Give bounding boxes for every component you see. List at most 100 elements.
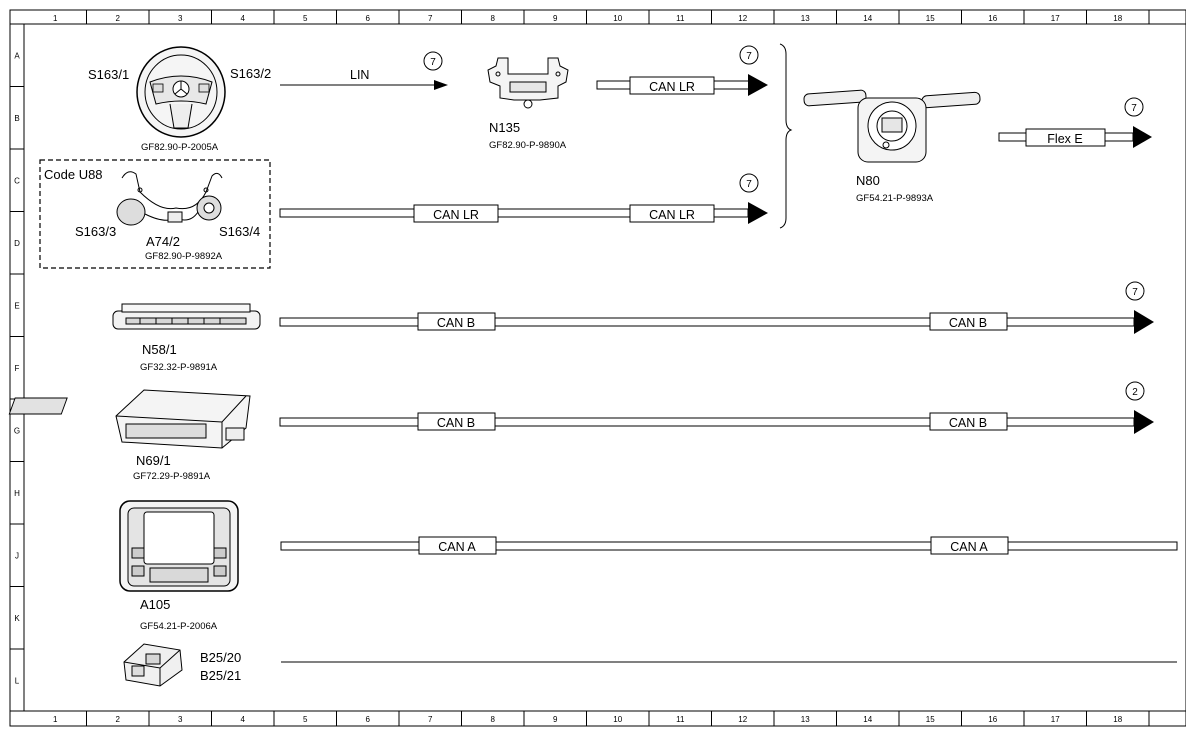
a105-bus-label-a: CAN A: [438, 540, 476, 554]
n69-1-label: N69/1: [136, 453, 171, 468]
grid-column-label: 10: [613, 14, 622, 23]
code-u88-bus-label-b: CAN LR: [649, 208, 695, 222]
n80-flex-e-bus: [998, 126, 1152, 148]
diagram-frame: [9, 9, 1186, 727]
grid-column-label: 7: [428, 14, 433, 23]
grid-column-label: 1: [53, 14, 58, 23]
grid-row-label: K: [14, 614, 20, 623]
grid-column-label: 17: [1051, 14, 1060, 23]
code-u88-ref-marker: 7: [739, 173, 759, 193]
grid-column-label: 16: [988, 14, 997, 23]
n135-module: [487, 57, 569, 109]
grid-column-label: 14: [863, 715, 872, 724]
grid-column-label: 12: [738, 14, 747, 23]
code-u88-title: Code U88: [44, 167, 103, 182]
s163-4-label: S163/4: [219, 224, 260, 239]
n58-1-ref-marker: 7: [1125, 281, 1145, 301]
grid-column-label: 15: [926, 715, 935, 724]
n135-doc: GF82.90-P-9890A: [489, 140, 567, 151]
n58-1-module: [112, 303, 261, 330]
bus-grouping-brace: [779, 43, 793, 229]
n135-ref-marker: 7: [739, 45, 759, 65]
n58-1-label: N58/1: [142, 342, 177, 357]
a105-module: [119, 500, 239, 592]
s163-2-label: S163/2: [230, 66, 271, 81]
n69-1-bus-label-a: CAN B: [437, 416, 475, 430]
a74-2-harness: [116, 171, 223, 226]
lin-ref-text: 7: [430, 57, 436, 68]
n80-ref-marker: 7: [1124, 97, 1144, 117]
grid-column-label: 16: [988, 715, 997, 724]
n69-1-can-b-bus: [279, 410, 1154, 434]
n58-1-doc: GF32.32-P-9891A: [140, 362, 218, 373]
grid-column-label: 1: [53, 715, 58, 724]
s163-3-label: S163/3: [75, 224, 116, 239]
grid-column-label: 13: [801, 14, 810, 23]
grid-column-label: 5: [303, 14, 308, 23]
steering-wheel-doc: GF82.90-P-2005A: [141, 142, 219, 153]
n135-label: N135: [489, 120, 520, 135]
grid-column-label: 5: [303, 715, 308, 724]
grid-column-label: 6: [366, 14, 371, 23]
grid-row-label: C: [14, 176, 20, 185]
n135-bus-label: CAN LR: [649, 80, 695, 94]
b25-sensor: [123, 643, 183, 687]
b25-20-label: B25/20: [200, 650, 241, 665]
grid-column-label: 8: [491, 14, 496, 23]
a105-doc: GF54.21-P-2006A: [140, 621, 218, 632]
grid-column-label: 13: [801, 715, 810, 724]
lin-label: LIN: [350, 68, 369, 82]
grid-row-label: G: [14, 426, 20, 435]
n58-1-ref-text: 7: [1132, 287, 1138, 298]
grid-column-label: 10: [613, 715, 622, 724]
n69-1-ref-marker: 2: [1125, 381, 1145, 401]
n58-1-can-b-bus: [279, 310, 1154, 334]
n58-1-bus-label-b: CAN B: [949, 316, 987, 330]
grid-column-label: 7: [428, 715, 433, 724]
n135-can-lr-bus: [596, 74, 768, 96]
grid-column-label: 12: [738, 715, 747, 724]
n135-ref-text: 7: [746, 51, 752, 62]
grid-row-label: F: [15, 364, 20, 373]
grid-row-label: J: [15, 551, 19, 560]
s163-1-label: S163/1: [88, 67, 129, 82]
grid-column-label: 3: [178, 14, 183, 23]
n58-1-bus-label-a: CAN B: [437, 316, 475, 330]
grid-column-label: 14: [863, 14, 872, 23]
a105-label: A105: [140, 597, 170, 612]
grid-column-label: 9: [553, 14, 558, 23]
a74-2-label: A74/2: [146, 234, 180, 249]
grid-column-label: 11: [676, 715, 685, 724]
grid-row-label: L: [15, 676, 20, 685]
n80-ref-text: 7: [1131, 103, 1137, 114]
code-u88-can-lr-bus: [279, 202, 768, 224]
grid-column-label: 18: [1113, 715, 1122, 724]
grid-column-label: 3: [178, 715, 183, 724]
steering-wheel: [136, 46, 226, 138]
code-u88-bus-label-a: CAN LR: [433, 208, 479, 222]
n80-doc: GF54.21-P-9893A: [856, 193, 934, 204]
n69-1-doc: GF72.29-P-9891A: [133, 471, 211, 482]
lin-ref-marker: 7: [423, 51, 443, 71]
grid-column-label: 2: [116, 14, 121, 23]
grid-column-label: 18: [1113, 14, 1122, 23]
b25-21-label: B25/21: [200, 668, 241, 683]
grid-column-label: 9: [553, 715, 558, 724]
code-u88-ref-text: 7: [746, 179, 752, 190]
grid-column-label: 2: [116, 715, 121, 724]
lin-line: [280, 80, 448, 90]
grid-column-label: 4: [241, 14, 246, 23]
n69-1-module: [8, 389, 251, 449]
grid-row-label: B: [14, 114, 19, 123]
a105-can-a-bus: [280, 536, 1178, 555]
grid-column-label: 15: [926, 14, 935, 23]
n69-1-bus-label-b: CAN B: [949, 416, 987, 430]
n80-bus-label: Flex E: [1047, 132, 1082, 146]
grid-row-label: D: [14, 239, 20, 248]
grid-row-label: A: [14, 51, 20, 60]
n80-label: N80: [856, 173, 880, 188]
